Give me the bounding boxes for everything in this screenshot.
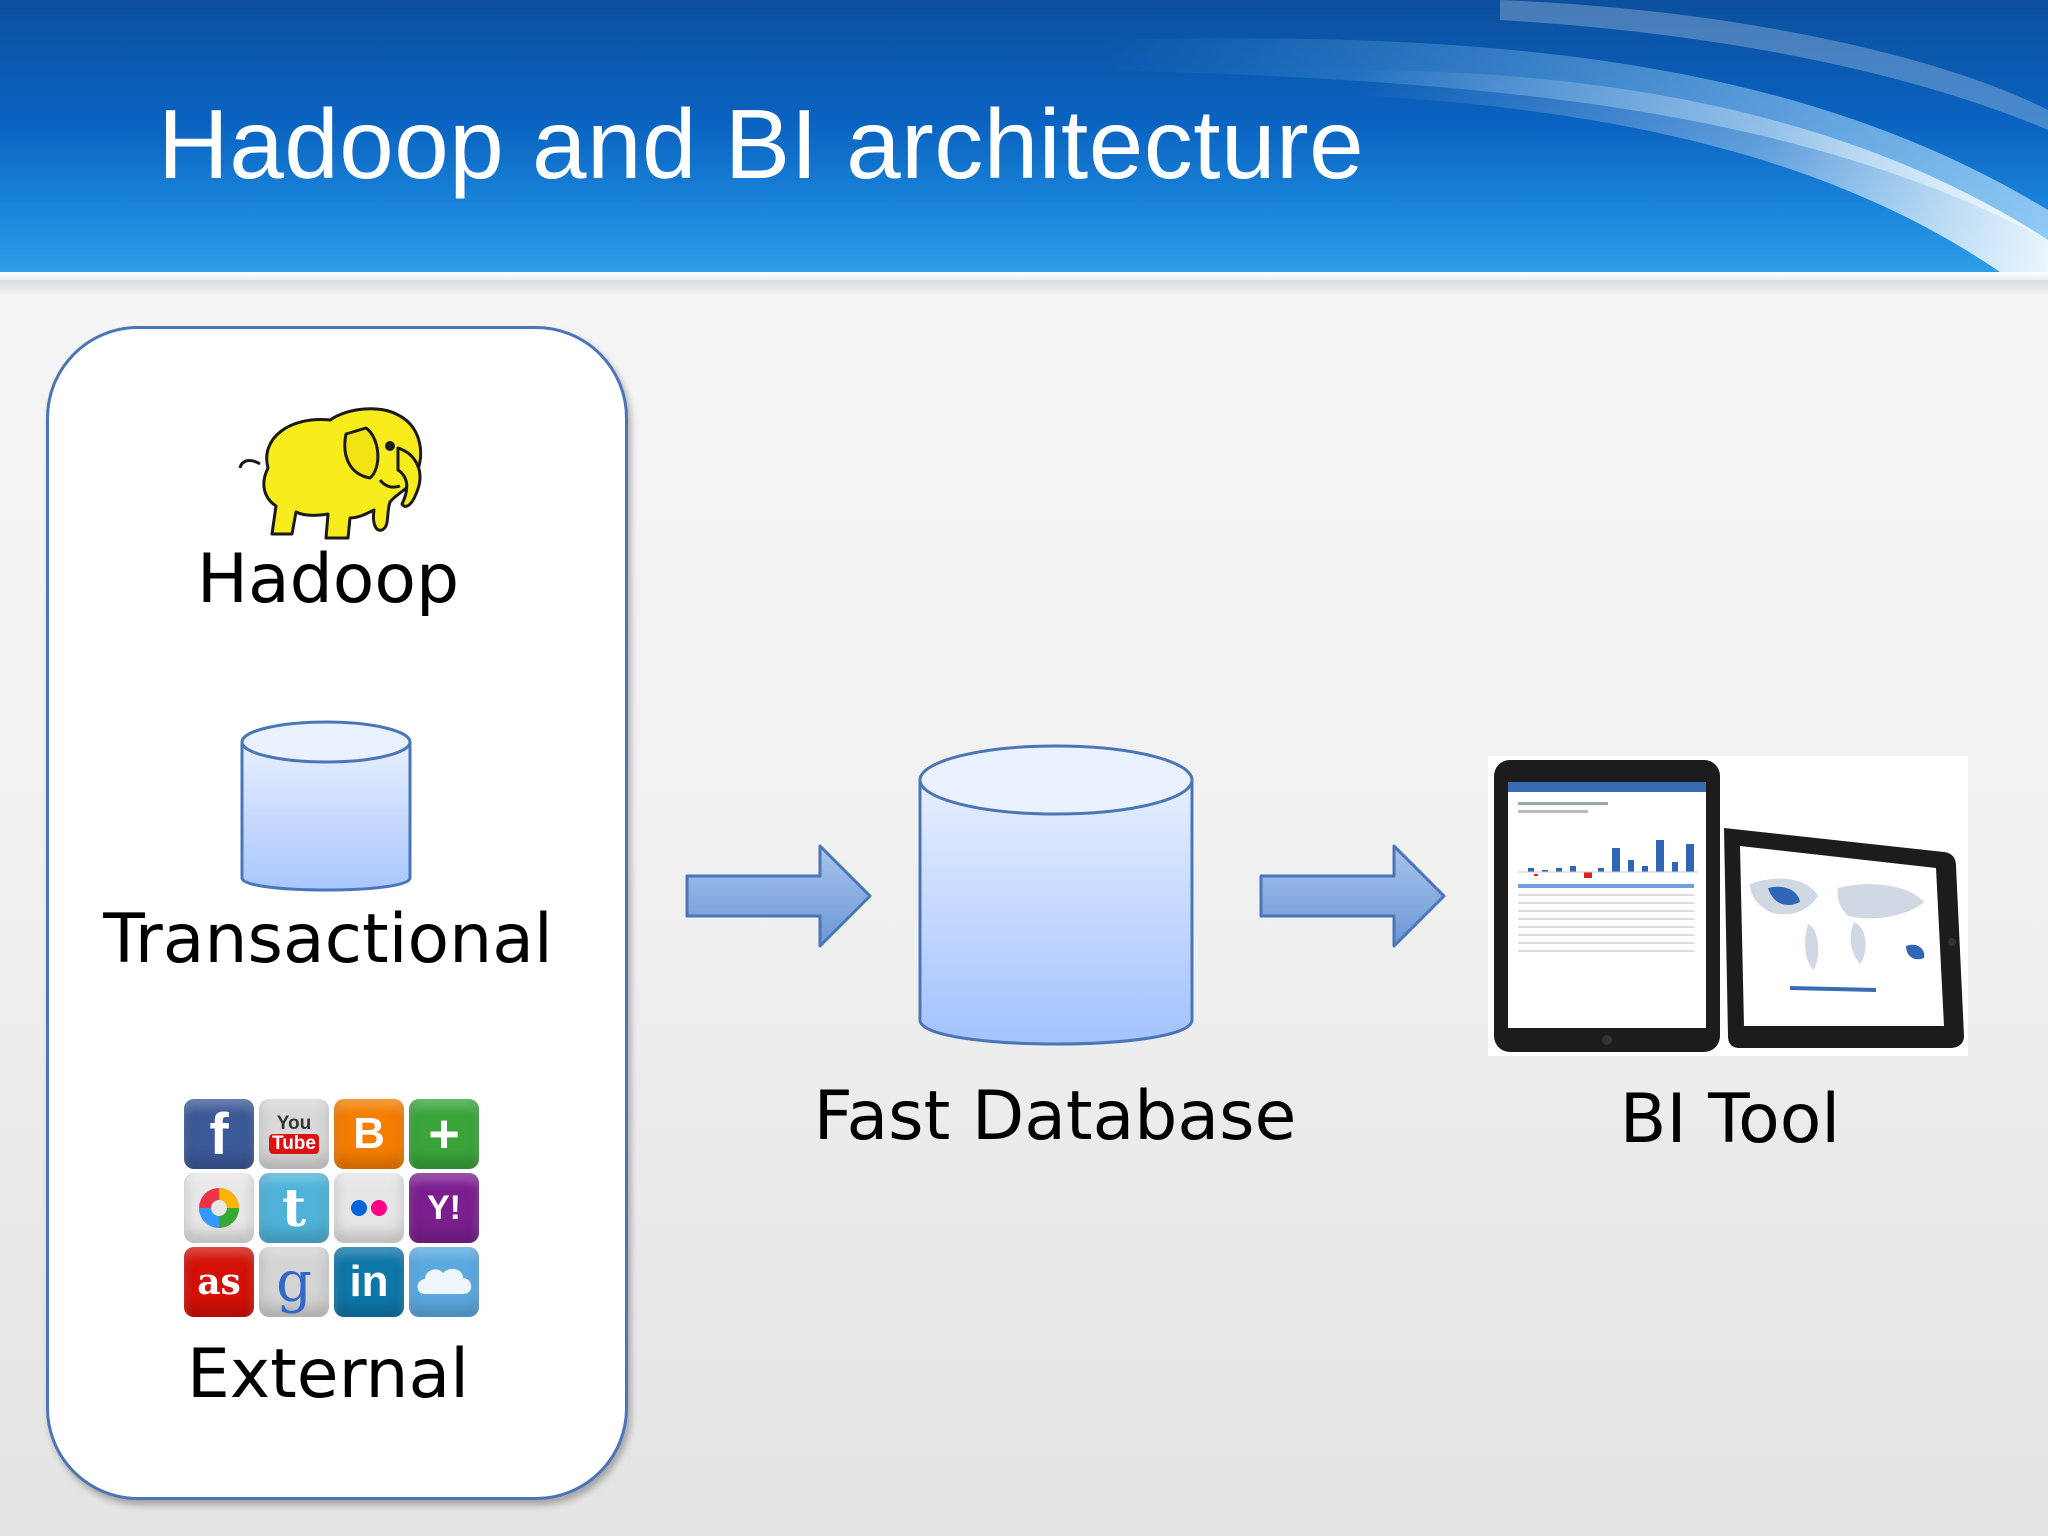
banner-swoosh-graphic xyxy=(1100,0,2048,272)
flickr-icon xyxy=(334,1173,404,1243)
external-label: External xyxy=(186,1335,470,1414)
linkedin-icon: in xyxy=(334,1247,404,1317)
banner-divider xyxy=(0,272,2048,280)
flow-arrow-to-fast-db xyxy=(685,844,872,948)
blogger-icon: B xyxy=(334,1099,404,1169)
banner-shadow xyxy=(0,280,2048,296)
fast-database-icon xyxy=(918,744,1194,1046)
salesforce-cloud-icon xyxy=(417,1268,472,1294)
bi-tool-tablets-icon xyxy=(1488,756,1968,1056)
salesforce-icon xyxy=(409,1247,479,1317)
lastfm-icon: as xyxy=(184,1247,254,1317)
transactional-database-icon xyxy=(240,720,412,892)
facebook-icon: f xyxy=(184,1099,254,1169)
fast-database-label: Fast Database xyxy=(813,1077,1297,1156)
hadoop-label: Hadoop xyxy=(196,540,460,619)
picasa-pinwheel-icon xyxy=(199,1188,239,1228)
picasa-icon xyxy=(184,1173,254,1243)
twitter-icon: t xyxy=(259,1173,329,1243)
transactional-label: Transactional xyxy=(103,900,553,979)
slide-title: Hadoop and BI architecture xyxy=(158,89,1365,199)
google-icon: g xyxy=(259,1247,329,1317)
bi-tool-label: BI Tool xyxy=(1619,1080,1841,1159)
google-plus-icon: + xyxy=(409,1099,479,1169)
flickr-dots-icon xyxy=(351,1200,387,1216)
yahoo-icon: Y! xyxy=(409,1173,479,1243)
flow-arrow-to-bi-tool xyxy=(1259,844,1446,948)
hadoop-elephant-icon xyxy=(238,407,423,540)
title-banner: Hadoop and BI architecture xyxy=(0,0,2048,272)
